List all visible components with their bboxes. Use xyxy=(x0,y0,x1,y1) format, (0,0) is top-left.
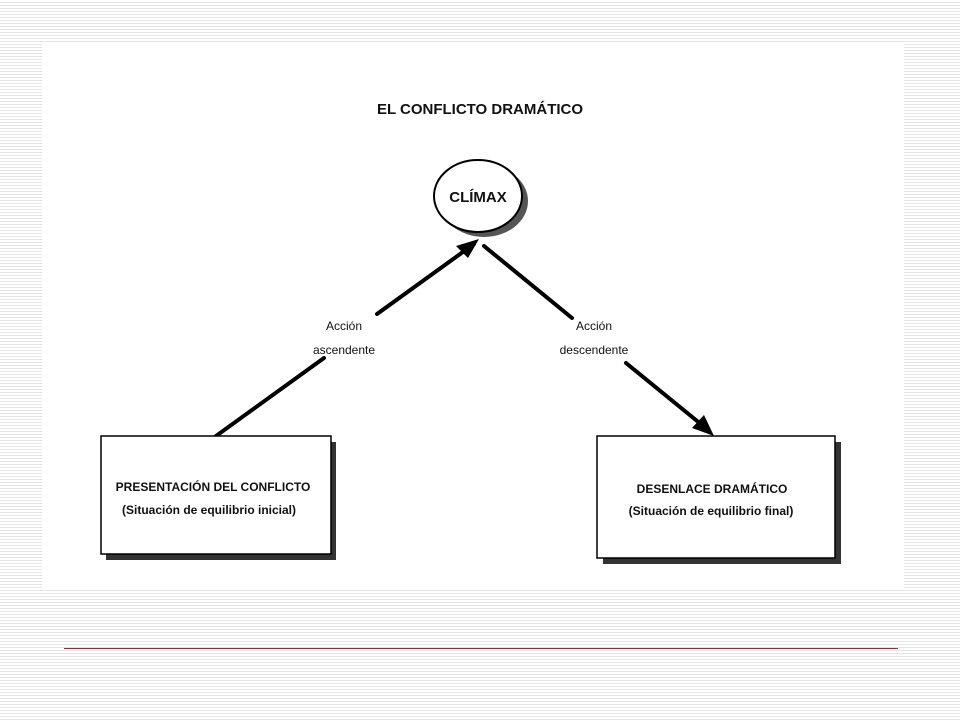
resolution-title: DESENLACE DRAMÁTICO xyxy=(637,481,788,496)
falling-action-label-line2: descendente xyxy=(560,343,629,357)
falling-arrow-segment-lower xyxy=(624,361,704,427)
rising-action-label-line2: ascendente xyxy=(313,343,375,357)
falling-arrowhead xyxy=(692,415,714,436)
presentation-title: PRESENTACIÓN DEL CONFLICTO xyxy=(116,479,311,494)
rising-arrow-segment-upper xyxy=(375,242,477,316)
rising-action-arrow xyxy=(214,239,479,438)
falling-action-label-line1: Acción xyxy=(576,319,612,333)
rising-arrow-segment-lower xyxy=(214,356,326,438)
diagram-title: EL CONFLICTO DRAMÁTICO xyxy=(0,101,960,118)
falling-action-arrow xyxy=(482,244,714,436)
climax-label: CLÍMAX xyxy=(449,189,507,206)
resolution-box: DESENLACE DRAMÁTICO (Situación de equili… xyxy=(596,435,841,564)
rising-action-label-line1: Acción xyxy=(326,319,362,333)
presentation-box: PRESENTACIÓN DEL CONFLICTO (Situación de… xyxy=(100,435,336,560)
presentation-subtitle: (Situación de equilibrio inicial) xyxy=(122,503,296,517)
falling-arrow-segment-upper xyxy=(482,244,574,320)
presentation-box-frame xyxy=(100,435,332,555)
resolution-subtitle: (Situación de equilibrio final) xyxy=(629,504,794,518)
rising-arrowhead xyxy=(456,239,479,258)
bottom-rule xyxy=(64,648,898,649)
climax-ellipse xyxy=(433,159,523,233)
diagram-title-text: EL CONFLICTO DRAMÁTICO xyxy=(376,101,584,118)
climax-node: CLÍMAX xyxy=(433,159,528,237)
resolution-box-frame xyxy=(596,435,836,559)
